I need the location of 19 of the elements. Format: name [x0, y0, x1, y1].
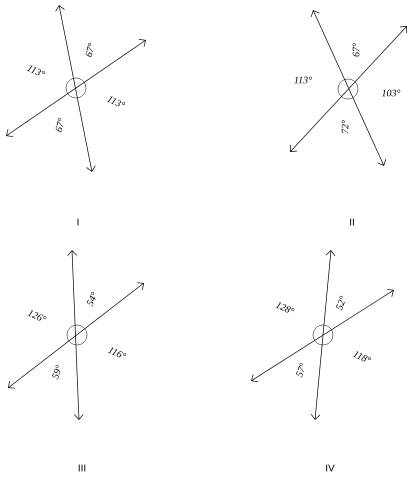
angle-label: 103° — [382, 90, 400, 96]
angle-label: 57° — [296, 362, 304, 378]
angle-label: 59° — [52, 364, 60, 380]
panel-label: II — [350, 218, 354, 226]
angle-label: 72° — [342, 120, 348, 134]
angle-label: 52° — [336, 296, 345, 310]
angle-label: 54° — [86, 292, 96, 306]
angle-label: 113° — [294, 76, 312, 84]
angle-label: 67° — [86, 42, 93, 57]
angle-label: 113° — [106, 96, 126, 106]
panel-label: IV — [326, 464, 335, 472]
angle-label: 128° — [275, 302, 294, 312]
angle-label: 67° — [56, 118, 63, 132]
angle-label: 126° — [27, 310, 46, 320]
angle-label: 116° — [108, 348, 126, 358]
angle-label: 113° — [26, 66, 46, 76]
angle-label: 118° — [352, 352, 372, 362]
panel-label: III — [78, 464, 86, 472]
angle-label: 67° — [352, 43, 360, 57]
